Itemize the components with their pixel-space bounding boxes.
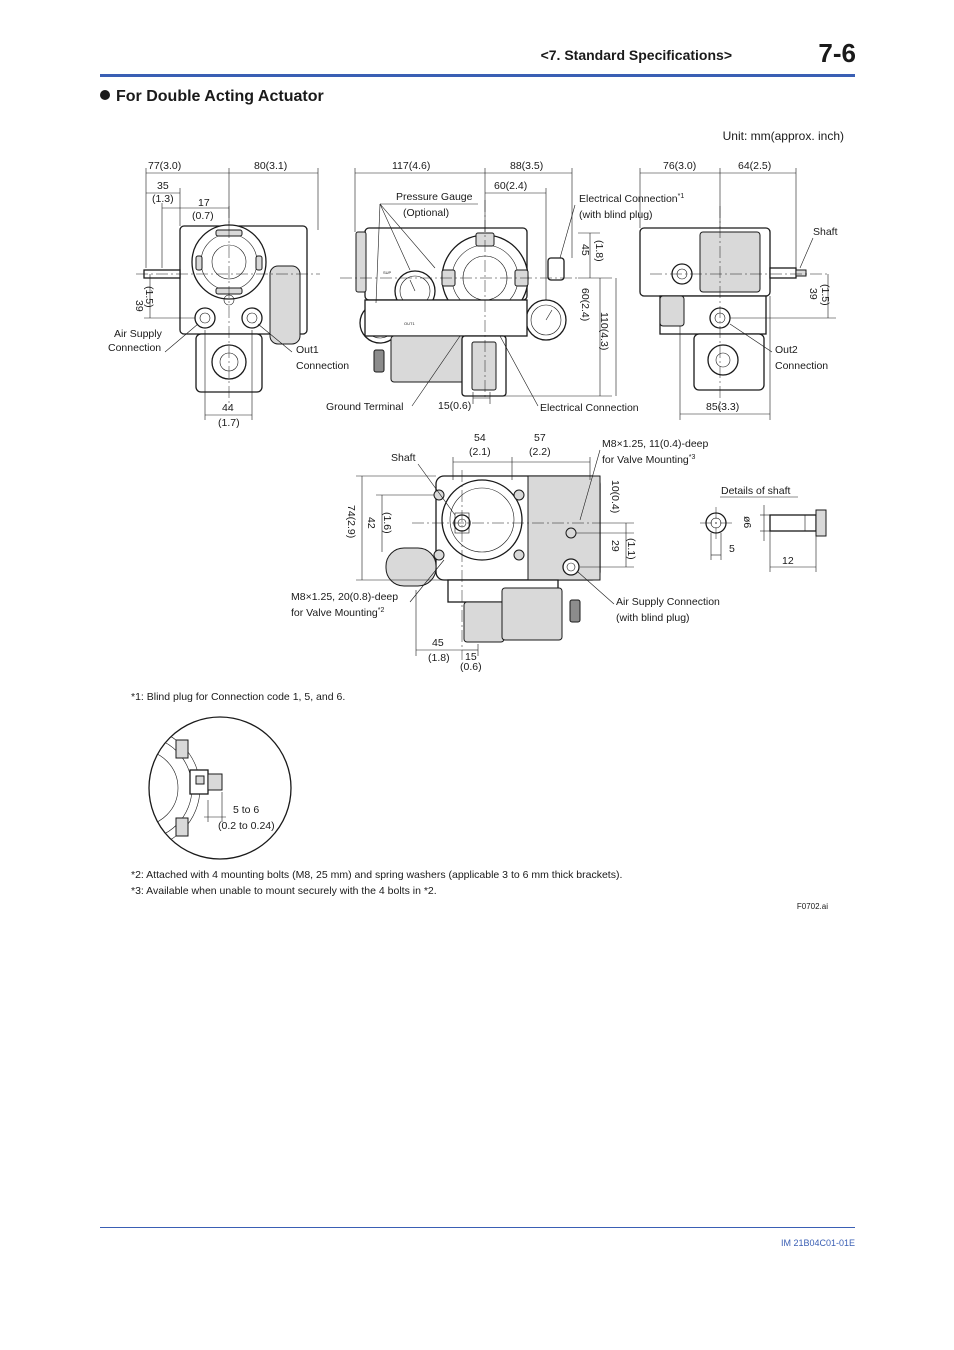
shaft-label-bottom: Shaft xyxy=(391,452,416,464)
m8-11-label-line1: M8×1.25, 11(0.4)-deep xyxy=(602,438,708,450)
dim-17: 17 xyxy=(198,197,210,209)
dim-60: 60(2.4) xyxy=(494,180,527,192)
dim-39-right-inch: (1.5) xyxy=(819,284,831,306)
header-rule xyxy=(100,74,855,77)
dim-39-left-inch: (1.5) xyxy=(143,286,155,308)
document-number: IM 21B04C01-01E xyxy=(780,1238,855,1248)
right-side-view: 76(3.0) 64(2.5) 39 (1.5) 85(3.3) Shaft O… xyxy=(639,160,838,420)
dim-12: 12 xyxy=(782,555,794,567)
dim-45-vertical: 45 xyxy=(579,244,591,256)
dim-10-vertical: 10(0.4) xyxy=(609,480,621,513)
air-supply-connection-bottom-label: Air Supply Connection xyxy=(616,596,720,608)
air-supply-label: Air Supply xyxy=(114,328,163,340)
dim-88: 88(3.5) xyxy=(510,160,543,172)
dim-64: 64(2.5) xyxy=(738,160,771,172)
body-marking-sup: SUP xyxy=(383,270,392,275)
dim-80: 80(3.1) xyxy=(254,160,287,172)
footer-rule xyxy=(100,1227,855,1228)
note-3: *3: Available when unable to mount secur… xyxy=(131,885,437,897)
dim-17-inch: (0.7) xyxy=(192,210,214,222)
out1-label: Out1 xyxy=(296,344,319,356)
electrical-connection-label: Electrical Connection*1 xyxy=(579,193,684,205)
dim-60-vertical: 60(2.4) xyxy=(579,288,591,321)
m8-20-label-line2: for Valve Mounting*2 xyxy=(291,607,385,619)
optional-label: (Optional) xyxy=(403,207,449,219)
figure-id: F0702.ai xyxy=(796,902,828,911)
dim-57: 57 xyxy=(534,432,546,444)
chapter-heading: <7. Standard Specifications> xyxy=(540,47,732,63)
dim-15-bottom: 15 xyxy=(465,651,477,663)
dim-phi6: ø6 xyxy=(741,516,753,528)
dim-29-vertical: 29 xyxy=(609,540,621,552)
section-title: For Double Acting Actuator xyxy=(100,88,324,106)
blind-plug-detail: 5 to 6 (0.2 to 0.24) xyxy=(148,716,292,860)
dim-57-inch: (2.2) xyxy=(529,446,551,458)
shaft-detail: Details of shaft ø6 5 12 xyxy=(700,485,827,572)
dim-29-vertical-inch: (1.1) xyxy=(625,538,637,560)
dim-110-vertical: 110(4.3) xyxy=(598,312,610,350)
dim-44: 44 xyxy=(222,402,234,414)
dim-39-right: 39 xyxy=(807,288,819,300)
front-view: OUT1 SUP 117(4.6) 88(3.5) 60(2.4) 45 (1.… xyxy=(326,160,684,414)
page-number: 7-6 xyxy=(818,38,856,68)
bullet-icon xyxy=(100,90,110,100)
dim-35: 35 xyxy=(157,180,169,192)
out2-label: Out2 xyxy=(775,344,798,356)
dim-45-vertical-inch: (1.8) xyxy=(593,240,605,262)
dim-77: 77(3.0) xyxy=(148,160,181,172)
dim-5-to-6: 5 to 6 xyxy=(233,804,259,816)
shaft-label-right: Shaft xyxy=(813,226,838,238)
m8-20-label-line1: M8×1.25, 20(0.8)-deep xyxy=(291,591,398,603)
ground-terminal-label: Ground Terminal xyxy=(326,401,403,413)
dim-42-vertical-inch: (1.6) xyxy=(381,512,393,534)
dim-15-bottom-inch: (0.6) xyxy=(460,661,482,673)
left-side-view: 77(3.0) 80(3.1) 35 (1.3) 17 (0.7) 39 (1.… xyxy=(108,160,349,429)
unit-label: Unit: mm(approx. inch) xyxy=(722,129,844,143)
bottom-view: 54 (2.1) 57 (2.2) 74(2.9) 42 (1.6) 10(0.… xyxy=(291,432,720,673)
note-2: *2: Attached with 4 mounting bolts (M8, … xyxy=(131,869,623,881)
section-title-text: For Double Acting Actuator xyxy=(116,88,324,105)
dim-74-vertical: 74(2.9) xyxy=(345,505,357,538)
out1-connection-label: Connection xyxy=(296,360,349,372)
dim-35-inch: (1.3) xyxy=(152,193,174,205)
dim-5: 5 xyxy=(729,543,735,555)
note-1: *1: Blind plug for Connection code 1, 5,… xyxy=(131,691,346,703)
details-of-shaft-label: Details of shaft xyxy=(721,485,791,497)
dim-15: 15(0.6) xyxy=(438,400,471,412)
m8-11-label-line2: for Valve Mounting*3 xyxy=(602,454,696,466)
dim-5-to-6-inch: (0.2 to 0.24) xyxy=(218,820,275,832)
out2-connection-label: Connection xyxy=(775,360,828,372)
with-blind-plug-bottom-label: (with blind plug) xyxy=(616,612,690,624)
pressure-gauge-label: Pressure Gauge xyxy=(396,191,473,203)
dim-76: 76(3.0) xyxy=(663,160,696,172)
dim-54: 54 xyxy=(474,432,486,444)
dim-42-vertical: 42 xyxy=(365,517,377,529)
dim-45-bottom: 45 xyxy=(432,637,444,649)
electrical-connection-bottom-label: Electrical Connection xyxy=(540,402,639,414)
dim-117: 117(4.6) xyxy=(392,160,430,172)
dim-39-left: 39 xyxy=(133,300,145,312)
air-supply-connection-label: Connection xyxy=(108,342,161,354)
dim-45-bottom-inch: (1.8) xyxy=(428,652,450,664)
dim-44-inch: (1.7) xyxy=(218,417,240,429)
dim-85: 85(3.3) xyxy=(706,401,739,413)
body-marking-out1: OUT1 xyxy=(404,321,415,326)
dim-54-inch: (2.1) xyxy=(469,446,491,458)
with-blind-plug-label: (with blind plug) xyxy=(579,209,653,221)
